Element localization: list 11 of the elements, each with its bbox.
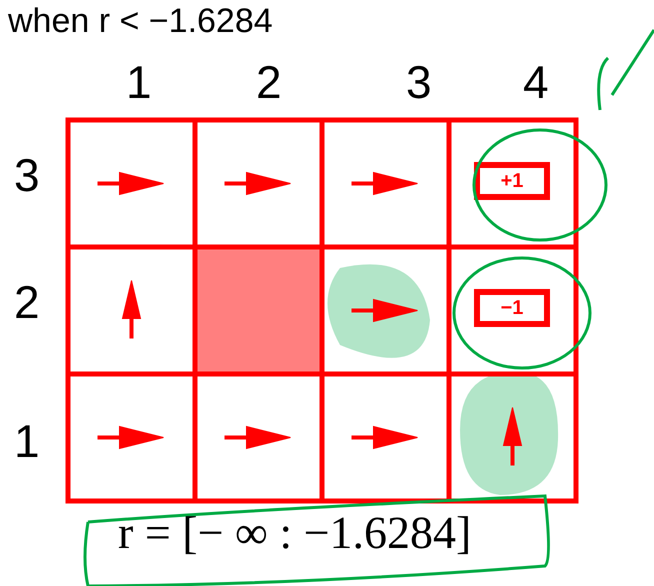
column-number: 1 bbox=[126, 55, 152, 109]
reward-value: −1 bbox=[500, 297, 524, 320]
column-number: 2 bbox=[256, 55, 282, 109]
column-number: 3 bbox=[406, 55, 432, 109]
title-text: when r < −1.6284 bbox=[8, 2, 273, 41]
row-number: 1 bbox=[14, 414, 40, 468]
reward-value: +1 bbox=[500, 170, 524, 193]
row-number: 2 bbox=[14, 275, 40, 329]
column-number: 4 bbox=[523, 55, 549, 109]
range-formula: r = [− ∞ : −1.6284] bbox=[118, 506, 472, 559]
row-number: 3 bbox=[14, 148, 40, 202]
